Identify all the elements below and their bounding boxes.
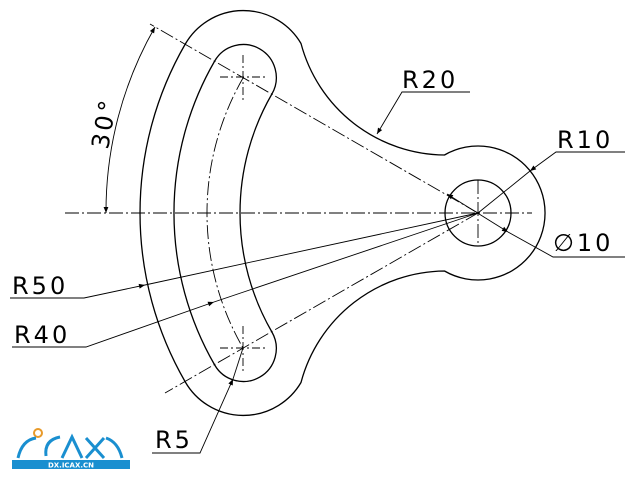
- arc-slot: [173, 43, 277, 383]
- slot-arc-centerline: [206, 77, 244, 349]
- hole-circle: [444, 179, 512, 247]
- r50-label: R50: [12, 272, 68, 300]
- logo-dot-icon: [33, 428, 43, 438]
- icax-logo: DX.ICAX.CN: [12, 428, 130, 470]
- dia10-label: ∅10: [553, 229, 613, 257]
- r20-leader: [376, 91, 470, 135]
- upper-radial-centerline: [149, 23, 479, 214]
- r50-radius-line: [144, 212, 479, 286]
- r10-leader-inner: [477, 170, 531, 214]
- outer-contour: [139, 9, 546, 417]
- r20-label: R20: [402, 66, 458, 94]
- r5-label: R5: [155, 426, 193, 454]
- r50-leader: [10, 283, 146, 299]
- lower-radial-centerline: [164, 212, 479, 394]
- logo-mark: [16, 433, 124, 460]
- r10-label: R10: [557, 126, 613, 154]
- dia10-leader: [507, 231, 625, 258]
- angle-dimension-arc: [103, 26, 156, 214]
- slot-top-center-mark: [220, 55, 266, 100]
- angle-dimension-label: 30°: [86, 95, 123, 151]
- r5-radius-line: [232, 347, 244, 380]
- r5-leader: [152, 378, 234, 454]
- r10-leader: [529, 151, 625, 172]
- r40-radius-line: [213, 212, 479, 303]
- r40-leader: [12, 301, 215, 348]
- r40-label: R40: [14, 321, 70, 349]
- logo-url: DX.ICAX.CN: [48, 462, 94, 470]
